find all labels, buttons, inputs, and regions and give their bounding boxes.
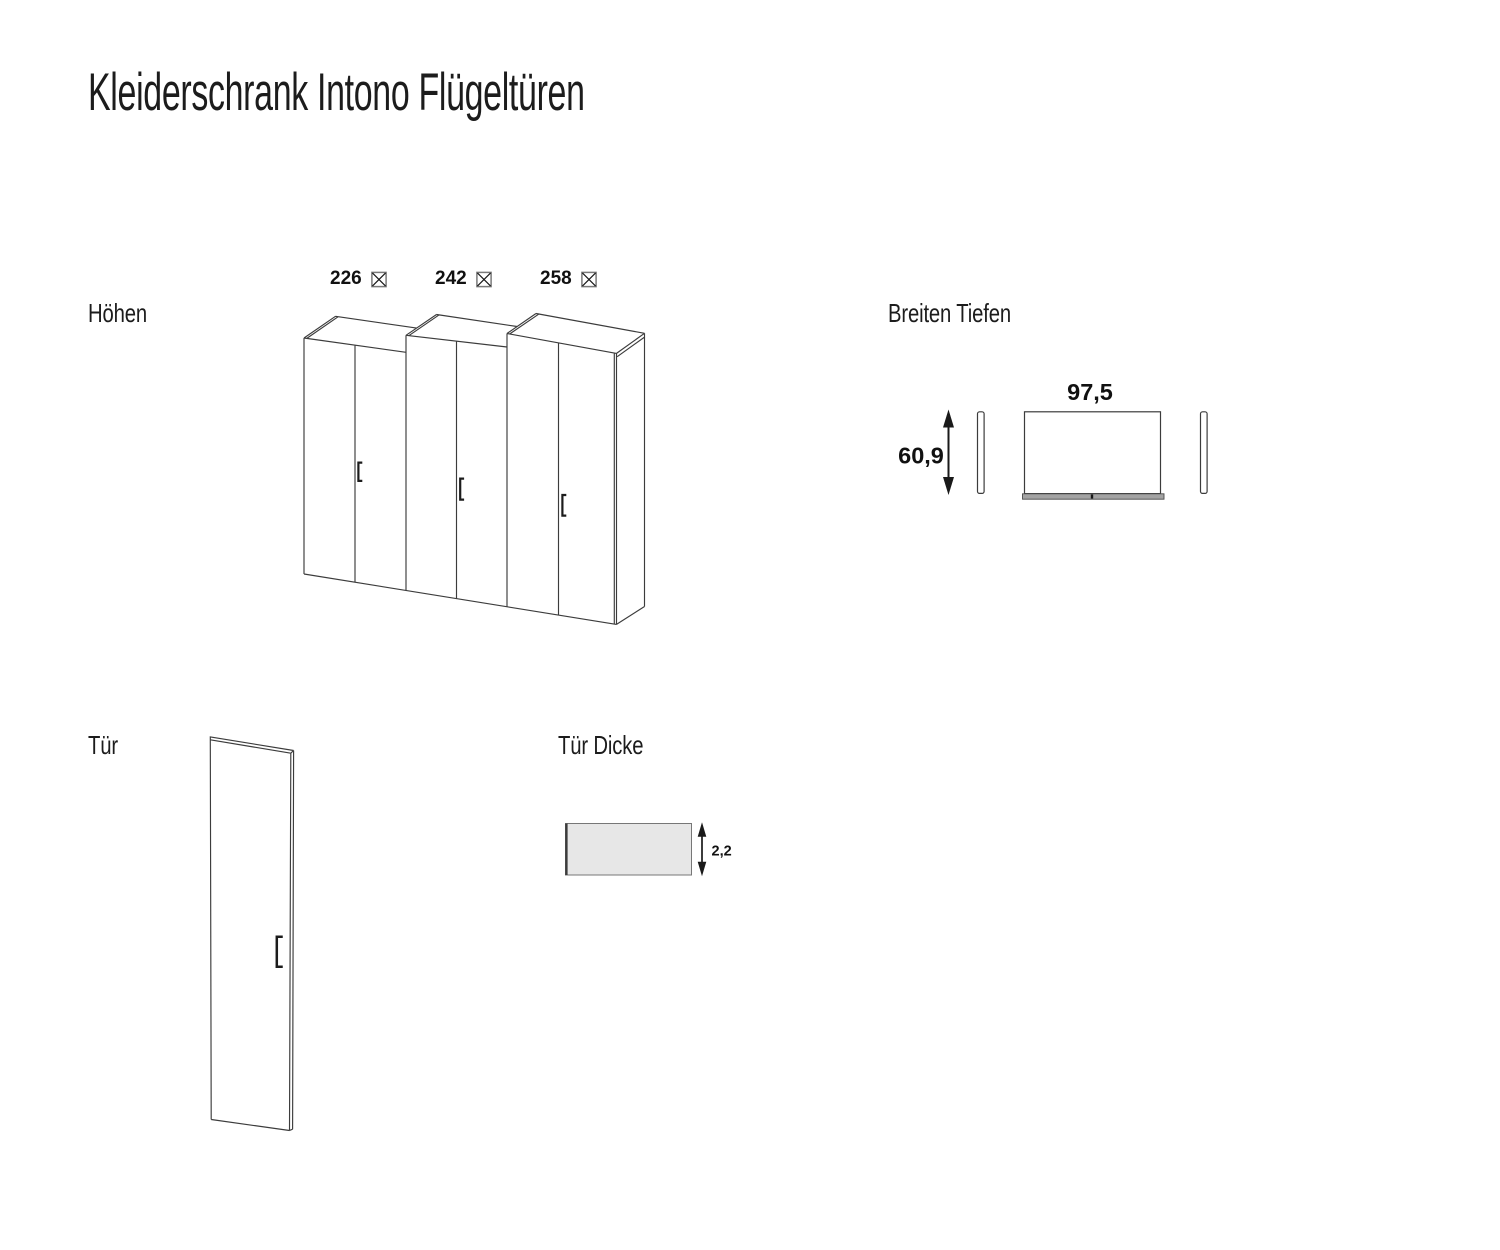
- door-handle-icon: [275, 935, 283, 969]
- wardrobe-drawing: [303, 312, 646, 625]
- door-lineart: [209, 736, 295, 1132]
- crossed-box-icon: [370, 271, 387, 287]
- crossed-box-icon: [580, 271, 597, 287]
- wardrobe-226-outline: [303, 315, 617, 625]
- side-panel-right: [1199, 411, 1208, 494]
- thickness-arrow-icon: [697, 822, 707, 877]
- top-view-panel: [1023, 411, 1162, 495]
- door-handle-icon: [459, 477, 465, 501]
- height-option-258: 258: [540, 268, 597, 290]
- height-value: 242: [435, 268, 467, 289]
- height-value: 226: [330, 268, 362, 289]
- door-handle-icon: [561, 493, 567, 517]
- height-value: 258: [540, 268, 572, 289]
- door-drawing: [209, 736, 295, 1132]
- depth-arrow-icon: [943, 409, 954, 495]
- door-section-label: Tür: [88, 730, 118, 760]
- wardrobe-258-outline: [506, 312, 646, 625]
- width-depth-section-label: Breiten Tiefen: [888, 298, 1011, 328]
- page-title: Kleiderschrank Intono Flügeltüren: [88, 63, 585, 122]
- door-thickness-drawing: 2,2: [565, 822, 732, 877]
- door-cross-section: [565, 823, 692, 876]
- crossed-box-icon: [475, 271, 492, 287]
- thickness-value-label: 2,2: [712, 844, 732, 860]
- door-strip-center-tick: [1090, 494, 1094, 499]
- width-value-label: 97,5: [1067, 379, 1113, 405]
- door-thickness-section-label: Tür Dicke: [558, 730, 644, 760]
- door-strip: [1022, 493, 1165, 500]
- depth-value-label: 60,9: [898, 443, 944, 469]
- wardrobe-242-outline: [405, 313, 518, 607]
- wardrobe-lineart: [303, 312, 646, 625]
- heights-section-label: Höhen: [88, 298, 147, 328]
- wardrobe-door-handles: [357, 461, 567, 517]
- side-panel-left: [976, 411, 985, 494]
- top-view-drawing: 97,5 60,9: [898, 379, 1208, 500]
- height-option-226: 226: [330, 268, 387, 290]
- height-option-242: 242: [435, 268, 492, 290]
- door-handle-icon: [357, 461, 363, 482]
